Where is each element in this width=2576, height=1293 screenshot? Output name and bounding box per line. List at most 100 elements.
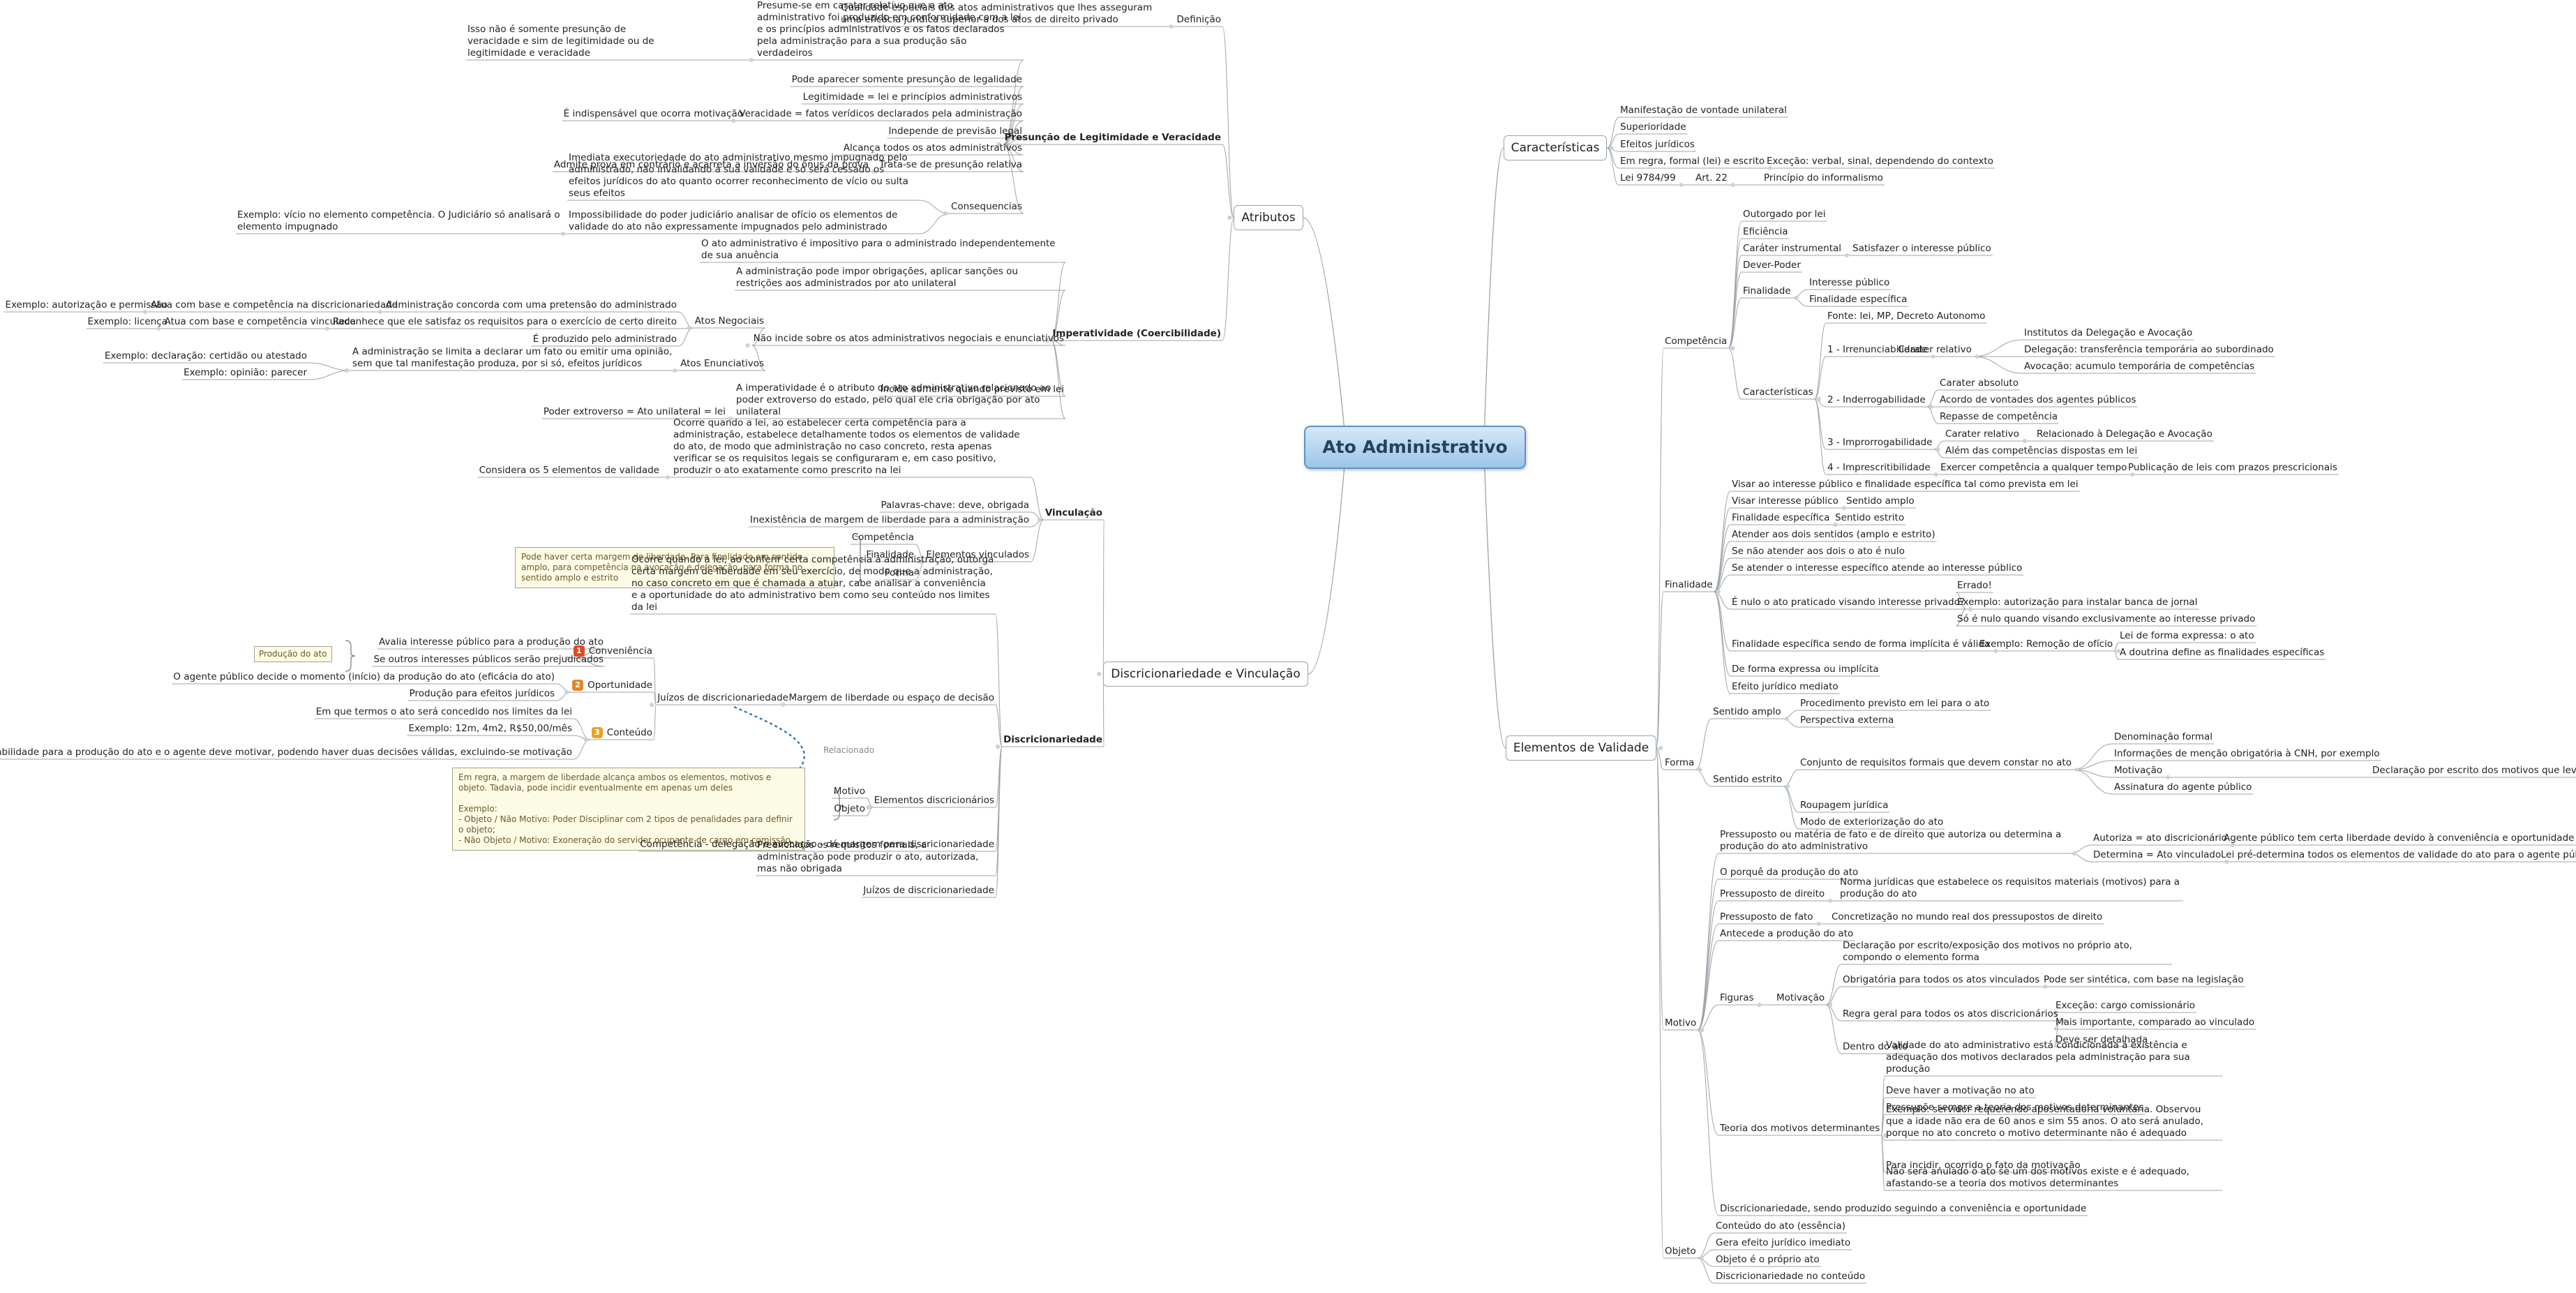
topic-node[interactable]: Finalidade [1665, 579, 1713, 591]
topic-node[interactable]: Gera efeito jurídico imediato [1716, 1237, 1850, 1249]
topic-node[interactable]: Pressupõe sempre a teoria dos motivos de… [1886, 1102, 2144, 1114]
topic-caracteristicas[interactable]: Características [1503, 135, 1608, 160]
topic-node[interactable]: Pode aparecer somente presunção de legal… [792, 74, 1022, 86]
topic-node[interactable]: Juízos de discricionariedade [657, 692, 788, 704]
topic-node[interactable]: Informações de menção obrigatória à CNH,… [2114, 748, 2380, 760]
topic-node[interactable]: Motivação [1776, 992, 1825, 1004]
topic-node[interactable]: Atua com base e competência na discricio… [151, 299, 398, 311]
topic-node[interactable]: Exemplo: licença [88, 316, 167, 328]
topic-node[interactable]: Fonte: lei, MP, Decreto Autonomo [1827, 311, 1985, 322]
topic-node[interactable]: Denominação formal [2114, 731, 2212, 743]
topic-node[interactable]: Ocorre quando a lei, ao estabelecer cert… [673, 417, 1029, 477]
topic-node[interactable]: Mais importante, comparado ao vinculado [2055, 1017, 2254, 1029]
topic-node[interactable]: Assinatura do agente público [2114, 782, 2252, 793]
topic-node[interactable]: Princípio do informalismo [1764, 172, 1883, 184]
topic-node[interactable]: Discricionariedade, sendo produzido segu… [1720, 1203, 2086, 1215]
topic-node[interactable]: Veracidade = fatos verídicos declarados … [739, 108, 1022, 120]
topic-node[interactable]: Agente público tem certa liberdade devid… [2224, 832, 2576, 844]
topic-node[interactable]: Manifestação de vontade unilateral [1620, 105, 1787, 117]
topic-node[interactable]: Obrigatória para todos os atos vinculado… [1843, 974, 2039, 986]
topic-node[interactable]: Exemplo: vício no elemento competência. … [237, 209, 565, 233]
topic-node[interactable]: É nulo o ato praticado visando interesse… [1732, 597, 1965, 608]
topic-node[interactable]: Consequencias [951, 201, 1022, 213]
topic-node[interactable]: Não será anulado o ato se um dos motivos… [1886, 1166, 2221, 1190]
topic-node[interactable]: Sentido amplo [1846, 495, 1915, 507]
topic-node[interactable]: Art. 22 [1695, 172, 1728, 184]
topic-node[interactable]: Avocação: acumulo temporária de competên… [2024, 361, 2254, 373]
topic-node[interactable]: A administração pode impor obrigações, a… [736, 266, 1064, 290]
topic-node[interactable]: Repasse de competência [1940, 411, 2058, 423]
topic-node[interactable]: Carater relativo [1945, 428, 2019, 440]
topic-node[interactable]: Poder extroverso = Ato unilateral = lei [544, 406, 726, 418]
topic-node[interactable]: Exemplo: 12m, 4m2, R$50,00/mês [409, 723, 572, 735]
topic-node[interactable]: Incide somente quando previsto em lei [881, 384, 1064, 396]
topic-node[interactable]: Procedimento previsto em lei para o ato [1800, 698, 1989, 710]
topic-node[interactable]: Discricionariedade [1003, 734, 1102, 746]
topic-node[interactable]: Exceção: cargo comissionário [2055, 1000, 2195, 1012]
topic-node[interactable]: Deve ser detalhada [2055, 1034, 2148, 1046]
topic-node[interactable]: Dentro do ato [1843, 1041, 1908, 1053]
root-topic[interactable]: Ato Administrativo [1304, 426, 1526, 469]
topic-node[interactable]: Deve haver a motivação no ato [1886, 1085, 2035, 1097]
topic-node[interactable]: A doutrina define as finalidades específ… [2120, 647, 2324, 659]
topic-node[interactable]: Exemplo: servidor requerendo aposentador… [1886, 1104, 2221, 1139]
topic-node[interactable]: Se atender o interesse específico atende… [1732, 562, 2022, 574]
topic-node[interactable]: O ato administrativo é impositivo para o… [701, 238, 1064, 262]
topic-node[interactable]: Carater relativo [1898, 344, 1972, 356]
topic-node[interactable]: Exemplo: autorização para instalar banca… [1957, 597, 2197, 608]
topic-node[interactable]: Alcança todos os atos administrativos [844, 142, 1022, 154]
topic-node[interactable]: Pressuposto ou matéria de fato e de dire… [1720, 829, 2069, 853]
topic-node[interactable]: Elementos discricionários [874, 795, 994, 807]
topic-node[interactable]: Sentido estrito [1835, 512, 1904, 524]
topic-node[interactable]: Qualidade especiais dos atos administrat… [841, 2, 1162, 26]
topic-node[interactable]: Não incide sobre os atos administrativos… [754, 333, 1064, 345]
topic-node[interactable]: Delegação: transferência temporária ao s… [2024, 344, 2274, 356]
topic-node[interactable]: Roupagem jurídica [1800, 800, 1888, 812]
topic-node[interactable]: Juízos de discricionariedade [863, 885, 994, 897]
topic-node[interactable]: Relacionado à Delegação e Avocação [2037, 428, 2212, 440]
topic-node[interactable]: Satisfazer o interesse público [1852, 243, 1991, 255]
topic-node[interactable]: Pressuposto de direito [1720, 888, 1825, 900]
topic-node[interactable]: Produção para efeitos jurídicos [410, 688, 555, 700]
topic-node[interactable]: Só é nulo quando visando exclusivamente … [1957, 613, 2255, 625]
topic-node[interactable]: Lei 9784/99 [1620, 172, 1676, 184]
topic-node[interactable]: Caráter instrumental [1743, 243, 1841, 255]
topic-node[interactable]: Objeto [1665, 1246, 1696, 1257]
topic-node[interactable]: Avalia interesse público para a produção… [379, 636, 604, 648]
topic-node[interactable]: Reconhece que ele satisfaz os requisitos… [333, 316, 677, 328]
topic-node[interactable]: Palavras-chave: deve, obrigada [881, 500, 1030, 511]
topic-node[interactable]: Figuras [1720, 992, 1754, 1004]
topic-node[interactable]: Presume-se em carater relativo que o ato… [757, 0, 1022, 59]
topic-node[interactable]: Forma [1665, 757, 1694, 769]
topic-node[interactable]: Presunção de Legitimidade e Veracidade [1005, 132, 1221, 144]
topic-node[interactable]: Sentido amplo [1713, 706, 1781, 718]
topic-node[interactable]: Validade do ato administrativo está cond… [1886, 1040, 2221, 1075]
topic-node[interactable]: Visar interesse público [1732, 495, 1839, 507]
topic-node[interactable]: Declaração por escrito/exposição dos mot… [1843, 940, 2171, 964]
topic-node[interactable]: Carater absoluto [1940, 378, 2019, 389]
topic-node[interactable]: 2 - Inderrogabilidade [1827, 394, 1926, 406]
topic-node[interactable]: Imediata executoriedade do ato administr… [569, 152, 918, 200]
topic-node[interactable]: Interesse público [1809, 277, 1889, 289]
topic-node[interactable]: Trata-se de presunção relativa [879, 159, 1022, 171]
topic-node[interactable]: Teoria dos motivos determinantes [1720, 1123, 1880, 1135]
topic-node[interactable]: Pressuposto de fato [1720, 911, 1813, 923]
topic-node[interactable]: Publicação de leis com prazos prescricio… [2128, 462, 2337, 474]
topic-node[interactable]: Concretização no mundo real dos pressupo… [1832, 911, 2102, 923]
topic-node[interactable]: Motivo [1665, 1017, 1696, 1029]
topic-node[interactable]: Isso não é somente presunção de veracida… [467, 24, 656, 59]
topic-node[interactable]: Institutos da Delegação e Avocação [2024, 327, 2192, 339]
topic-node[interactable]: Determina = Ato vinculado [2093, 849, 2221, 861]
topic-node[interactable]: 3 - Improrrogabilidade [1827, 437, 1932, 449]
topic-node[interactable]: Sentido estrito [1713, 774, 1782, 786]
topic-node[interactable]: Inexistência de margem de liberdade para… [750, 514, 1029, 526]
topic-node[interactable]: Impossibilidade do poder judiciário anal… [569, 209, 918, 233]
topic-node[interactable]: Pode ser sintética, com base na legislaç… [2044, 974, 2244, 986]
topic-node[interactable]: Exemplo: Remoção de ofício [1979, 638, 2113, 650]
topic-node[interactable]: Visar ao interesse público e finalidade … [1732, 479, 2079, 491]
topic-node[interactable]: Finalidade específica [1732, 512, 1829, 524]
topic-node[interactable]: Conteúdo do ato (essência) [1716, 1220, 1845, 1232]
